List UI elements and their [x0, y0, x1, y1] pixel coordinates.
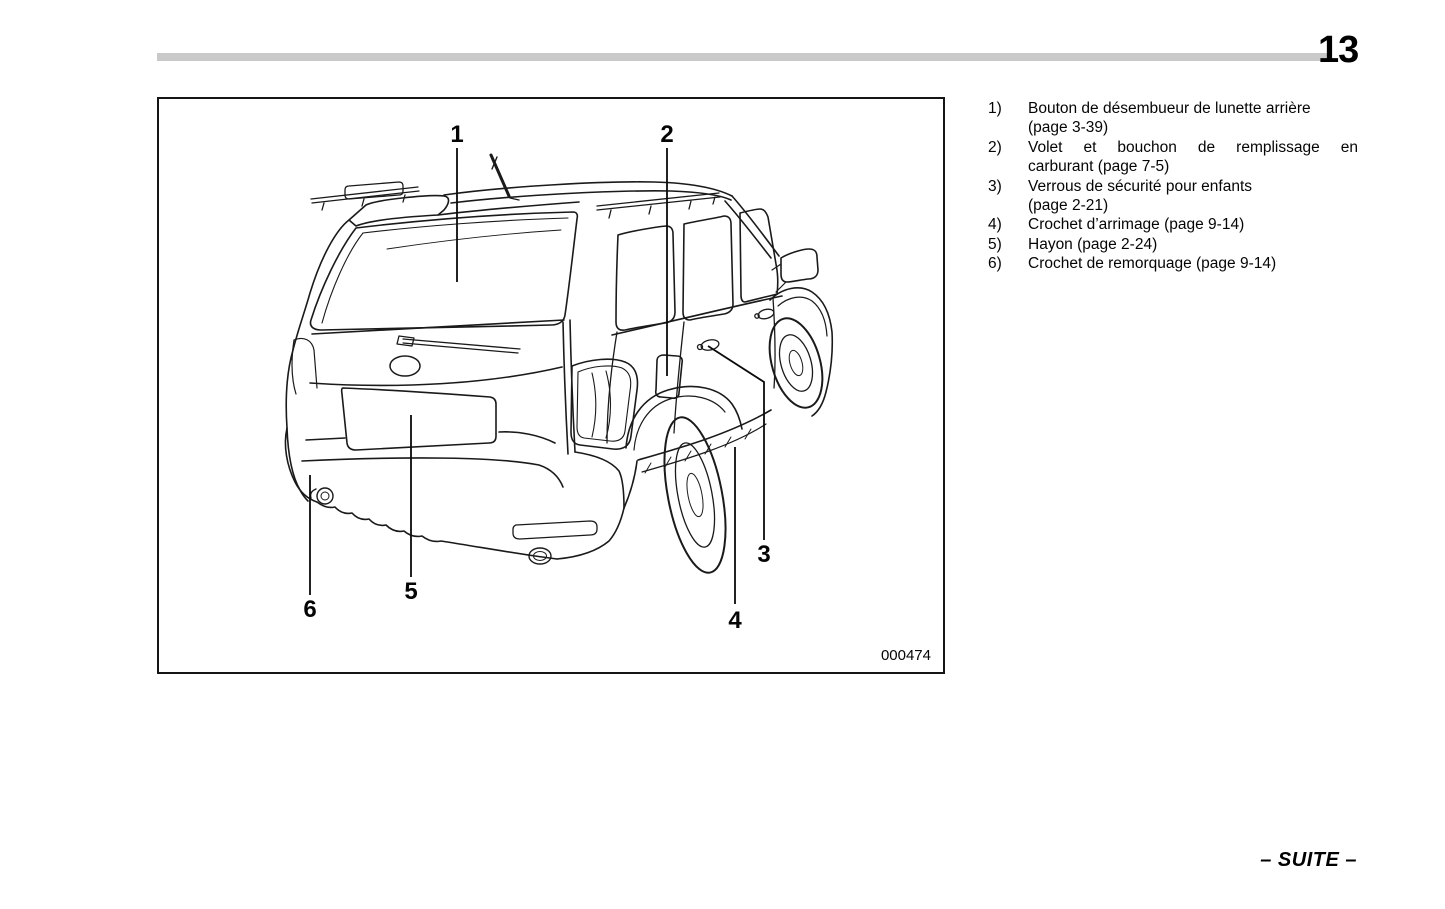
- rear-wiper: [396, 335, 521, 354]
- door-handles: [696, 308, 775, 351]
- figure-code: 000474: [881, 647, 931, 664]
- item-line: Volet et bouchon de remplissage en: [1028, 138, 1358, 156]
- item-text: Crochet de remorquage (page 9-14): [1028, 254, 1358, 273]
- item-line: carburant (page 7-5): [1028, 158, 1170, 176]
- page-number: 13: [1318, 29, 1359, 71]
- rear-bumper: [284, 427, 625, 560]
- item-text: Crochet d’arrimage (page 9-14): [1028, 215, 1358, 234]
- antenna: [489, 153, 520, 201]
- item-line: Verrous de sécurité pour enfants: [1028, 177, 1253, 195]
- item-text: Volet et bouchon de remplissage en carbur…: [1028, 138, 1358, 177]
- license-plate-recess: [340, 387, 497, 451]
- exhaust-tip: [528, 547, 552, 565]
- rear-wheel: [663, 416, 727, 574]
- item-text: Hayon (page 2-24): [1028, 235, 1358, 254]
- item-line: (page 2-21): [1028, 197, 1109, 215]
- callout-lines: [309, 148, 765, 604]
- fuel-filler-door: [654, 354, 684, 400]
- rocker-sill: [623, 409, 772, 509]
- brand-logo: [389, 355, 421, 377]
- list-item: 1) Bouton de désembueur de lunette arrièr…: [988, 99, 1358, 138]
- item-line: Crochet de remorquage (page 9-14): [1028, 255, 1277, 273]
- header-rule: [157, 53, 1329, 61]
- item-number: 1): [988, 100, 1002, 117]
- callout-6-label: 6: [303, 596, 316, 623]
- parts-list: 1) Bouton de désembueur de lunette arrièr…: [988, 99, 1358, 274]
- callout-3-label: 3: [757, 541, 770, 568]
- item-text: Verrous de sécurité pour enfants (page 2-…: [1028, 177, 1358, 216]
- list-item: 5) Hayon (page 2-24): [988, 235, 1358, 254]
- item-number: 3): [988, 177, 1002, 195]
- wheel-arches: [625, 287, 834, 451]
- list-item: 2) Volet et bouchon de remplissage en carb…: [988, 138, 1358, 177]
- car-illustration: 1 2 3 4 5 6 000474: [284, 121, 931, 664]
- rear-window: [309, 211, 579, 331]
- item-line: Bouton de désembueur de lunette arrière: [1028, 100, 1311, 117]
- list-item: 4) Crochet d’arrimage (page 9-14): [988, 215, 1358, 234]
- callout-3-line: [707, 345, 765, 540]
- item-line: Crochet d’arrimage (page 9-14): [1028, 216, 1245, 234]
- item-number: 5): [988, 235, 1002, 253]
- callout-2-label: 2: [660, 121, 673, 148]
- front-wheel: [768, 317, 824, 409]
- callout-5-label: 5: [404, 578, 417, 605]
- list-item: 6) Crochet de remorquage (page 9-14): [988, 254, 1358, 273]
- item-text: Bouton de désembueur de lunette arrière (…: [1028, 99, 1358, 138]
- item-number: 4): [988, 216, 1002, 234]
- car-body: [284, 153, 834, 565]
- footer-suite: – SUITE –: [1260, 849, 1357, 871]
- item-line: Hayon (page 2-24): [1028, 235, 1158, 253]
- figure-box: 1 2 3 4 5 6 000474: [157, 97, 945, 674]
- roof-rails: [310, 181, 721, 219]
- list-item: 3) Verrous de sécurité pour enfants (page …: [988, 177, 1358, 216]
- callout-1-label: 1: [450, 121, 463, 148]
- side-mirror: [771, 248, 819, 293]
- callout-4-label: 4: [728, 607, 742, 634]
- item-line: (page 3-39): [1028, 119, 1109, 137]
- side-windows: [615, 208, 779, 331]
- left-tail-light: [291, 337, 318, 395]
- item-number: 6): [988, 255, 1002, 273]
- item-number: 2): [988, 138, 1002, 156]
- bumper-reflector: [512, 520, 598, 540]
